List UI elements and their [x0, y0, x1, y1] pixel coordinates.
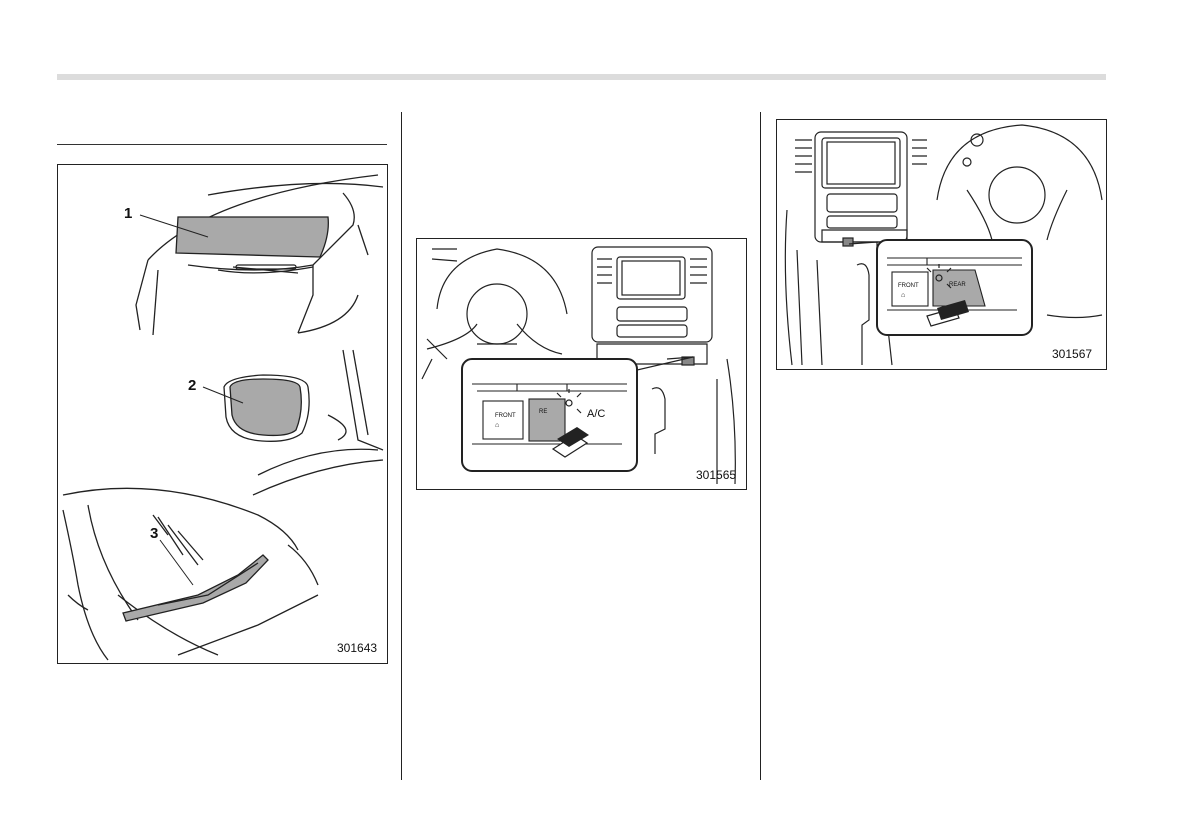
- figure-id: 301567: [1052, 347, 1092, 361]
- defogger-areas-illustration: [58, 165, 387, 663]
- column-divider-1: [401, 112, 402, 780]
- callout-3: 3: [150, 525, 158, 542]
- dashboard-illustration-lhd: FRONT ⌂ RE A/C: [417, 239, 746, 489]
- svg-text:⌂: ⌂: [901, 292, 905, 299]
- figure-id: 301565: [696, 468, 736, 482]
- callout-1: 1: [124, 205, 132, 222]
- figure-rear-defogger-button-rhd: FRONT ⌂ REAR 301567: [776, 119, 1107, 370]
- dashboard-illustration-rhd: FRONT ⌂ REAR: [777, 120, 1106, 369]
- figure-rear-defogger-button-lhd: FRONT ⌂ RE A/C 301565: [416, 238, 747, 490]
- rear-defrost-label: RE: [539, 409, 547, 415]
- header-rule: [57, 74, 1106, 80]
- svg-text:⌂: ⌂: [495, 422, 499, 429]
- rear-defrost-label: REAR: [949, 282, 966, 288]
- section-rule: [57, 144, 387, 145]
- rear-defogger-button-shade: [529, 399, 565, 441]
- callout-2: 2: [188, 377, 196, 394]
- figure-id: 301643: [337, 641, 377, 655]
- front-defrost-label: FRONT: [495, 413, 516, 419]
- mirror-shade: [230, 379, 301, 435]
- column-divider-2: [760, 112, 761, 780]
- wiper-deicer-shade: [123, 555, 268, 621]
- rear-window-shade: [176, 217, 328, 257]
- ac-label: A/C: [587, 408, 605, 420]
- front-defrost-label: FRONT: [898, 283, 919, 289]
- figure-defogger-areas: 1 2 3 301643: [57, 164, 388, 664]
